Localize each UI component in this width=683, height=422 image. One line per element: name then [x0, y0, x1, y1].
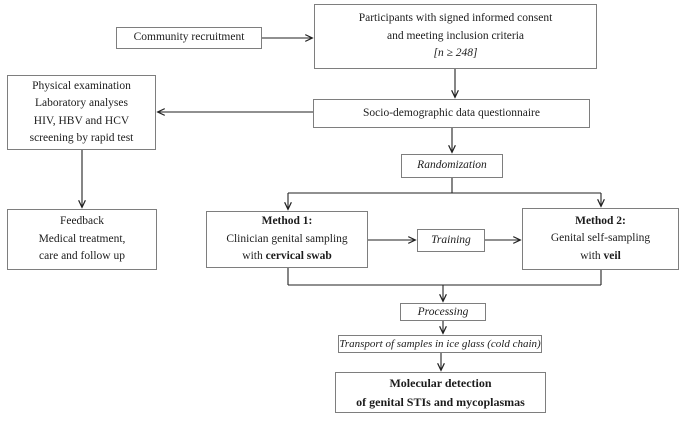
- node-transport-cold-chain: Transport of samples in ice glass (cold …: [338, 335, 542, 353]
- node-line: Clinician genital sampling: [226, 232, 348, 245]
- node-line: Medical treatment,: [38, 232, 126, 245]
- node-line: Genital self-sampling: [550, 232, 651, 245]
- node-training: Training: [417, 229, 485, 252]
- node-label: Processing: [417, 305, 469, 318]
- connector-methods-merge: [287, 268, 602, 286]
- node-line: and meeting inclusion criteria: [387, 29, 524, 42]
- node-participants-consent: Participants with signed informed consen…: [314, 4, 597, 69]
- node-label: Training: [431, 233, 471, 246]
- node-line: care and follow up: [39, 250, 125, 263]
- node-line: with cervical swab: [242, 250, 332, 263]
- node-community-recruitment: Community recruitment: [116, 27, 262, 49]
- node-line: Molecular detection: [389, 376, 492, 390]
- node-socio-demographic-questionnaire: Socio-demographic data questionnaire: [313, 99, 590, 128]
- node-line: with veil: [580, 249, 621, 262]
- node-label: Randomization: [417, 159, 487, 172]
- node-line: screening by rapid test: [29, 132, 134, 144]
- node-title: Method 2:: [575, 214, 626, 227]
- node-line: Feedback: [59, 215, 105, 228]
- node-line: HIV, HBV and HCV: [33, 114, 130, 127]
- node-molecular-detection: Molecular detection of genital STIs and …: [335, 372, 546, 413]
- node-processing: Processing: [400, 303, 486, 321]
- node-randomization: Randomization: [401, 154, 503, 178]
- node-line: Physical examination: [32, 79, 131, 92]
- node-line-sample-size: [n ≥ 248]: [433, 47, 478, 60]
- connector-randomization-split: [288, 178, 601, 194]
- node-line: Participants with signed informed consen…: [358, 12, 553, 25]
- node-line: Laboratory analyses: [35, 97, 128, 109]
- node-method1-clinician-sampling: Method 1: Clinician genital sampling wit…: [206, 211, 368, 268]
- node-title: Method 1:: [261, 215, 313, 228]
- node-method2-self-sampling: Method 2: Genital self-sampling with vei…: [522, 208, 679, 270]
- node-feedback-treatment: Feedback Medical treatment, care and fol…: [7, 209, 157, 270]
- node-label: Community recruitment: [133, 31, 245, 44]
- node-label: Socio-demographic data questionnaire: [363, 106, 540, 119]
- node-line: of genital STIs and mycoplasmas: [356, 394, 525, 409]
- node-physical-examination: Physical examination Laboratory analyses…: [7, 75, 156, 150]
- node-label: Transport of samples in ice glass (cold …: [339, 337, 541, 350]
